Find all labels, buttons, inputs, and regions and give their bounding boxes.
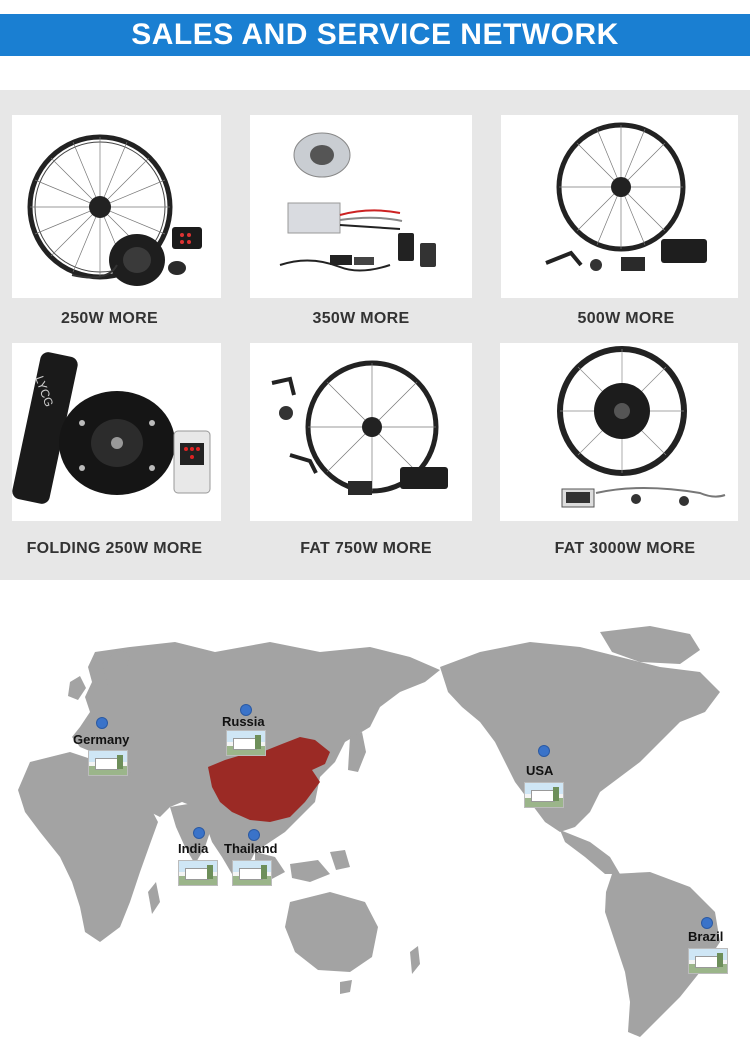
office-photo-brazil (688, 948, 728, 974)
city-label-thailand: Thailand (224, 841, 278, 856)
location-pin-brazil[interactable] (701, 917, 713, 929)
hub-motor-kit-icon[interactable] (12, 115, 221, 298)
location-pin-india[interactable] (193, 827, 205, 839)
city-label-usa: USA (526, 763, 554, 778)
product-label: FOLDING 250W MORE (26, 540, 203, 557)
city-label-russia: Russia (222, 714, 265, 729)
battery-motor-kit-icon[interactable]: LYCG (12, 343, 221, 521)
world-map-graphic (18, 626, 720, 1037)
product-label: 250W MORE (61, 310, 158, 327)
wheel-kit-icon[interactable] (250, 343, 472, 521)
office-photo-germany (88, 750, 128, 776)
product-label: 350W MORE (312, 310, 410, 327)
motor-controller-kit-icon[interactable] (250, 115, 472, 298)
city-label-brazil: Brazil (688, 929, 724, 944)
office-photo-russia (226, 730, 266, 756)
product-label: FAT 3000W MORE (554, 540, 696, 557)
page-title: SALES AND SERVICE NETWORK (131, 18, 619, 51)
wheel-kit-icon[interactable] (501, 115, 738, 298)
large-hub-wheel-icon[interactable] (500, 343, 738, 521)
location-pin-germany[interactable] (96, 717, 108, 729)
city-label-germany: Germany (73, 732, 130, 747)
header-banner: SALES AND SERVICE NETWORK (0, 14, 750, 56)
world-map: Germany Russia India Thailand USA Brazil (0, 612, 750, 1047)
location-pin-usa[interactable] (538, 745, 550, 757)
office-photo-thailand (232, 860, 272, 886)
product-label: FAT 750W MORE (300, 540, 432, 557)
city-label-india: India (178, 841, 209, 856)
office-photo-usa (524, 782, 564, 808)
product-label: 500W MORE (577, 310, 675, 327)
office-photo-india (178, 860, 218, 886)
location-pin-thailand[interactable] (248, 829, 260, 841)
location-pin-russia[interactable] (240, 704, 252, 716)
product-grid: 250W MORE 350W MORE (0, 90, 750, 580)
